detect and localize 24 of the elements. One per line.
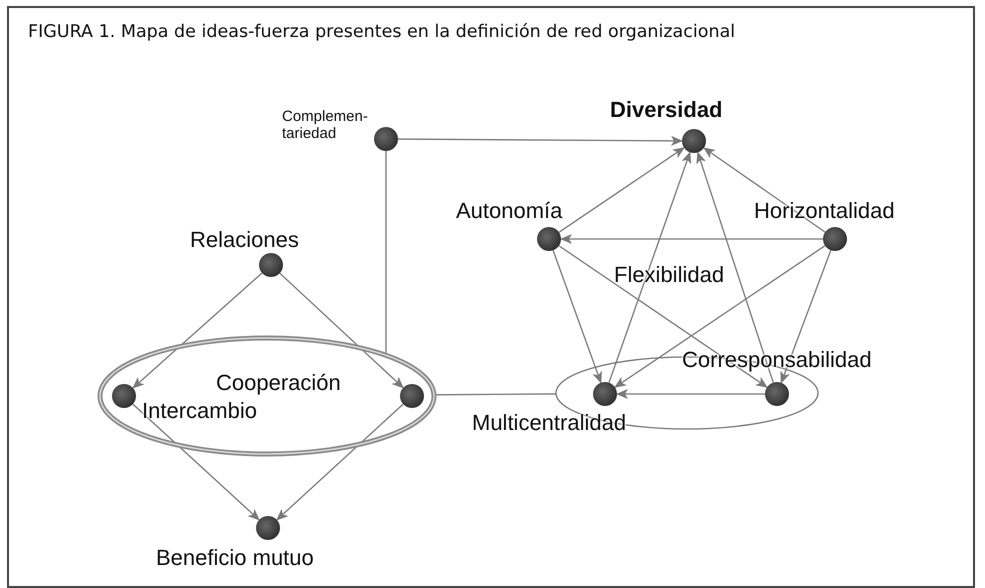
arrow [614, 245, 826, 388]
figure-title: FIGURA 1. Mapa de ideas-fuerza presentes en la definición de red organizacional [28, 22, 736, 42]
node-label: Complemen- tariedad [282, 108, 369, 142]
arrow [616, 389, 765, 399]
arrow [560, 234, 823, 244]
arrow [132, 404, 260, 521]
arrow [398, 136, 683, 146]
node-label: Diversidad [610, 98, 722, 122]
arrow [780, 250, 832, 384]
node-label: Cooperación [216, 371, 341, 396]
node-label: Intercambio [142, 399, 257, 424]
arrow [276, 404, 404, 521]
node-label: Autonomía [456, 199, 562, 224]
arrow [558, 147, 685, 233]
arrow [279, 272, 404, 389]
arrow [558, 245, 768, 388]
node-label: Beneficio mutuo [156, 546, 314, 570]
arrow [552, 250, 602, 384]
arrow [696, 151, 774, 383]
arrow [132, 272, 262, 389]
arrow [608, 151, 692, 383]
node-label: Relaciones [190, 228, 299, 252]
node-label: Multicentralidad [472, 411, 626, 436]
grouping-ellipse [96, 334, 438, 458]
